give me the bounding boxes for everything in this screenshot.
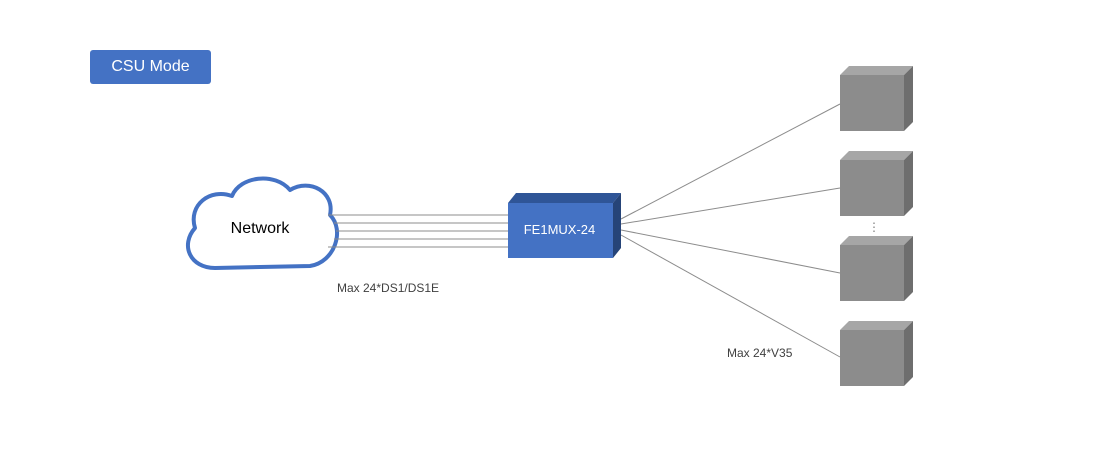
trunk-lines xyxy=(328,214,509,248)
terminal-box-2 xyxy=(840,151,913,216)
terminal-box-1 xyxy=(840,66,913,131)
network-link-label: Max 24*DS1/DS1E xyxy=(337,281,440,295)
network-label: Network xyxy=(230,220,290,237)
mux-device-top xyxy=(508,193,621,203)
mux-device-side xyxy=(613,193,621,258)
fanout-line xyxy=(620,229,841,274)
mux-device xyxy=(508,193,621,258)
fanout-lines xyxy=(620,103,841,358)
fanout-line xyxy=(620,234,841,358)
mux-device-front xyxy=(508,203,613,258)
fanout-line xyxy=(620,103,841,220)
device-label: FE1MUX-24 xyxy=(523,222,596,237)
terminal-link-label: Max 24*V35 xyxy=(727,346,793,360)
network-cloud xyxy=(185,176,340,270)
terminal-ellipsis: ⋮ xyxy=(868,220,880,234)
mode-badge: CSU Mode xyxy=(90,50,211,84)
terminal-box-4 xyxy=(840,321,913,386)
fanout-line xyxy=(620,187,841,225)
terminal-box-3 xyxy=(840,236,913,301)
